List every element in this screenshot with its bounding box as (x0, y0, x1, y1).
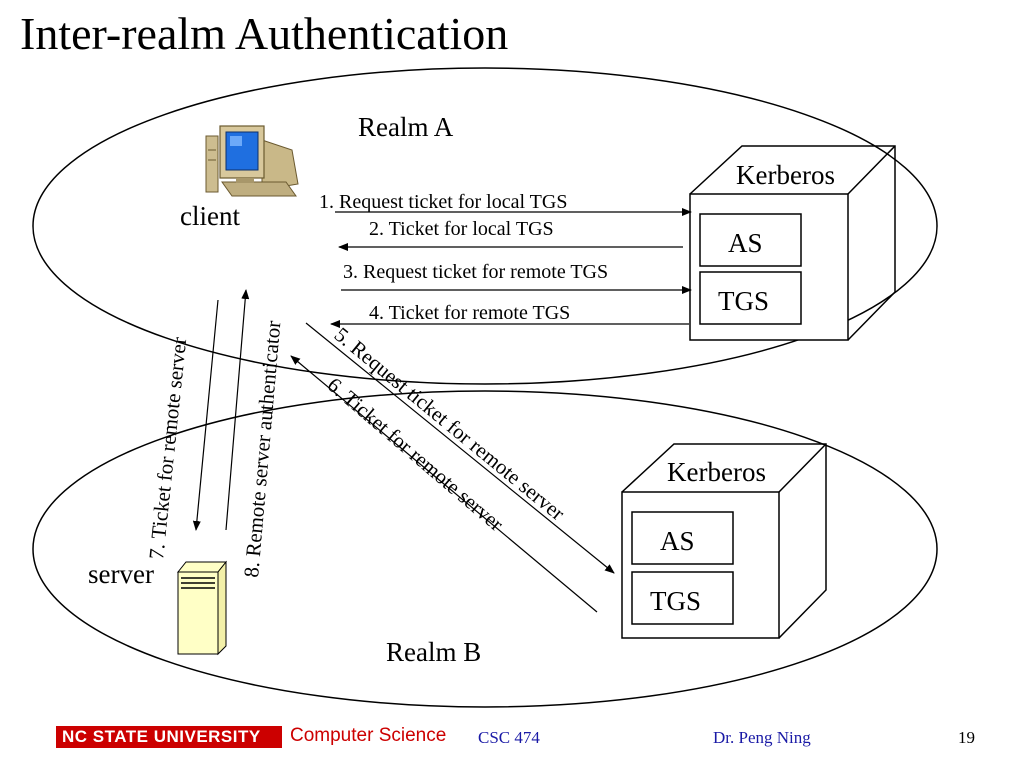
message-4-label: 4. Ticket for remote TGS (369, 302, 570, 324)
as-box-realm-b (631, 511, 734, 565)
kerberos-box-realm-a (689, 145, 896, 341)
realm-b-label: Realm B (386, 637, 481, 667)
message-2-label: 2. Ticket for local TGS (369, 218, 554, 240)
slide-title: Inter-realm Authentication (20, 8, 509, 59)
tgs-box-realm-b (631, 571, 734, 625)
message-3-label: 3. Request ticket for remote TGS (343, 261, 608, 283)
as-label-realm-b: AS (660, 526, 695, 556)
arrow-message-6 (290, 355, 598, 613)
tgs-label-realm-a: TGS (718, 286, 769, 316)
kerberos-box-realm-b (621, 443, 827, 639)
as-label-realm-a: AS (728, 228, 763, 258)
as-box-realm-a (699, 213, 802, 267)
message-7-label: 7. Ticket for remote server (144, 336, 191, 561)
tgs-box-realm-a (699, 271, 802, 325)
department-name: Computer Science (290, 725, 447, 746)
ncsu-logo: NC STATE UNIVERSITY (56, 726, 282, 748)
author-name: Dr. Peng Ning (713, 728, 811, 747)
message-8-label: 8. Remote server authenticator (239, 320, 285, 579)
realm-b-ellipse (32, 390, 938, 708)
arrow-message-8 (225, 289, 250, 531)
arrow-message-5 (305, 322, 615, 574)
kerberos-label-realm-a: Kerberos (736, 160, 835, 190)
kerberos-label-realm-b: Kerberos (667, 457, 766, 487)
page-number: 19 (958, 728, 975, 747)
realm-a-label: Realm A (358, 112, 454, 142)
client-label: client (180, 201, 240, 231)
tgs-label-realm-b: TGS (650, 586, 701, 616)
server-tower-icon (176, 560, 228, 656)
realm-a-ellipse (32, 67, 938, 385)
arrow-message-7 (192, 299, 219, 531)
server-label: server (88, 559, 154, 589)
computer-icon (205, 125, 299, 197)
message-1-label: 1. Request ticket for local TGS (319, 191, 567, 213)
course-code: CSC 474 (478, 728, 540, 747)
